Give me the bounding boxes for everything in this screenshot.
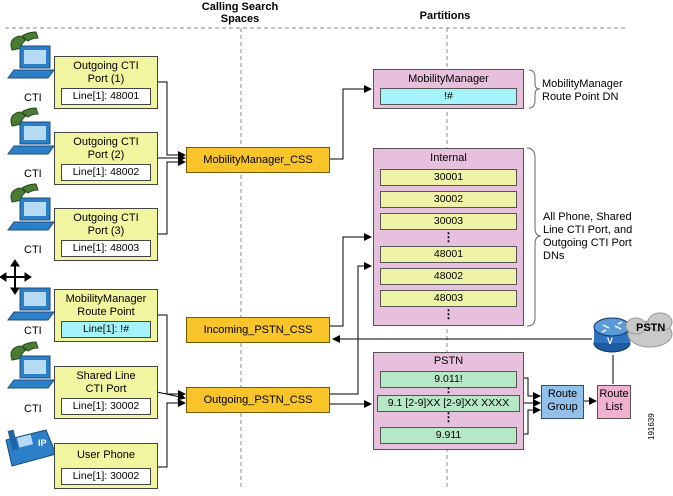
device-mobilitymanager-route-point: MobilityManager Route Point Line[1]: !# <box>54 289 158 342</box>
phone-computer-icon <box>7 183 55 231</box>
cti-label: CTI <box>24 168 42 180</box>
move-arrows-icon <box>0 259 32 295</box>
device-title: Outgoing CTI Port (3) <box>73 212 139 237</box>
cti-label: CTI <box>24 403 42 415</box>
pstn-cloud-label: PSTN <box>636 322 666 334</box>
device-line: Line[1]: 48001 <box>61 88 151 105</box>
partition-pstn: PSTN 9.011! ⋮ 9.1 [2-9]XX [2-9]XX XXXX ⋮… <box>373 352 524 450</box>
partition-mobilitymanager: MobilityManager !# <box>373 69 524 109</box>
partition-title: Internal <box>430 152 467 164</box>
header-calling-search-spaces: Calling Search Spaces <box>201 1 279 25</box>
device-line: Line[1]: 48002 <box>61 164 151 181</box>
device-title: Outgoing CTI Port (1) <box>73 60 139 85</box>
header-partitions: Partitions <box>419 10 471 22</box>
partition-dn: 48001 <box>380 246 517 263</box>
device-title: Shared Line CTI Port <box>76 370 136 395</box>
partition-internal: Internal 30001 30002 30003 ⋮ 48001 48002… <box>373 148 524 326</box>
device-outgoing-cti-port-1: Outgoing CTI Port (1) Line[1]: 48001 <box>54 56 158 109</box>
cti-label: CTI <box>24 92 42 104</box>
phone-computer-icon <box>7 31 55 79</box>
css-outgoing-pstn: Outgoing_PSTN_CSS <box>186 387 330 413</box>
device-user-phone: User Phone Line[1]: 30002 <box>54 443 158 489</box>
ip-label: IP <box>38 438 47 448</box>
figure-id: 191639 <box>647 413 656 440</box>
partition-title: MobilityManager <box>408 73 489 85</box>
device-title: MobilityManager Route Point <box>65 293 147 318</box>
partition-title: PSTN <box>433 355 464 367</box>
device-outgoing-cti-port-3: Outgoing CTI Port (3) Line[1]: 48003 <box>54 208 158 261</box>
ellipsis: ⋮ <box>442 307 455 321</box>
css-mobilitymanager: MobilityManager_CSS <box>186 147 330 173</box>
router-mark: V <box>607 336 614 346</box>
partition-dn: !# <box>380 88 517 105</box>
device-icons <box>5 31 57 467</box>
cti-label: CTI <box>24 325 42 337</box>
device-shared-line-cti-port: Shared Line CTI Port Line[1]: 30002 <box>54 366 158 419</box>
device-title: User Phone <box>76 449 136 461</box>
ellipsis: ⋮ <box>442 410 455 424</box>
device-title: Outgoing CTI Port (2) <box>73 136 139 161</box>
partition-dn: 48002 <box>380 268 517 285</box>
partition-pattern: 9.911 <box>380 427 517 444</box>
phone-computer-icon <box>7 341 55 389</box>
annotation-brackets <box>526 69 542 327</box>
partition-pattern: 9.011! <box>380 371 517 388</box>
annotation-mobility: MobilityManager Route Point DN <box>542 78 623 103</box>
partition-pattern: 9.1 [2-9]XX [2-9]XX XXXX <box>377 395 520 412</box>
device-outgoing-cti-port-2: Outgoing CTI Port (2) Line[1]: 48002 <box>54 132 158 185</box>
partition-dn: 48003 <box>380 290 517 307</box>
partition-dn: 30002 <box>380 191 517 208</box>
partition-dn: 30003 <box>380 213 517 230</box>
ip-phone-icon <box>5 429 57 467</box>
device-line: Line[1]: 30002 <box>61 468 151 485</box>
device-line: Line[1]: !# <box>61 321 151 338</box>
computer-icon <box>7 287 55 321</box>
ellipsis: ⋮ <box>442 230 455 244</box>
router-icon <box>593 317 631 353</box>
pstn-cloud-icon <box>625 312 673 348</box>
route-list: Route List <box>597 385 631 419</box>
css-incoming-pstn: Incoming_PSTN_CSS <box>186 317 330 343</box>
route-group: Route Group <box>541 385 584 419</box>
annotation-internal: All Phone, Shared Line CTI Port, and Out… <box>543 211 633 262</box>
device-line: Line[1]: 48003 <box>61 240 151 257</box>
partition-dn: 30001 <box>380 169 517 186</box>
phone-computer-icon <box>7 107 55 155</box>
device-line: Line[1]: 30002 <box>61 398 151 415</box>
cti-label: CTI <box>24 244 42 256</box>
